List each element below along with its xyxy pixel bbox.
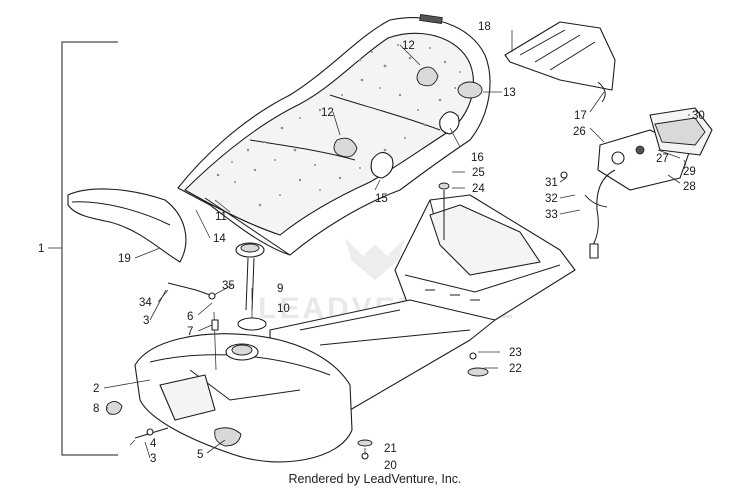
callout-26: 26 (573, 126, 586, 138)
rear-panel-19 (67, 188, 187, 263)
callout-2: 2 (93, 383, 99, 395)
callout-25: 25 (472, 167, 485, 179)
callout-8: 8 (93, 403, 99, 415)
callout-20: 20 (384, 460, 397, 472)
leader-lines (103, 44, 690, 459)
callout-labels: 1 2 3 3 4 5 6 7 8 9 10 11 12 12 13 14 15… (38, 21, 705, 472)
callout-23: 23 (509, 347, 522, 359)
taillight-assembly (584, 107, 713, 259)
tail-bracket-17 (504, 21, 616, 103)
washer-24 (438, 182, 450, 190)
callout-27: 27 (656, 153, 669, 165)
callout-7: 7 (187, 326, 193, 338)
knob-15 (370, 151, 394, 179)
callout-5: 5 (197, 449, 203, 461)
callout-22: 22 (509, 363, 522, 375)
callout-11: 11 (215, 211, 227, 223)
washer-21 (357, 439, 373, 447)
callout-17: 17 (574, 110, 587, 122)
line-34 (167, 282, 211, 296)
callout-19: 19 (118, 253, 131, 265)
callout-6: 6 (187, 311, 193, 323)
callout-35: 35 (222, 280, 235, 292)
callout-15: 15 (375, 193, 388, 205)
callout-13: 13 (503, 87, 516, 99)
knob-16 (439, 111, 460, 135)
callout-29: 29 (683, 166, 696, 178)
seat (177, 14, 491, 256)
callout-24: 24 (472, 183, 485, 195)
fitting-8 (105, 401, 123, 415)
callout-33: 33 (545, 209, 558, 221)
callout-12-lower: 12 (321, 107, 334, 119)
callout-1: 1 (38, 243, 44, 255)
callout-28: 28 (683, 181, 696, 193)
callout-32: 32 (545, 193, 558, 205)
callout-30: 30 (692, 110, 705, 122)
fuel-gauge-9 (235, 242, 265, 311)
callout-18: 18 (478, 21, 491, 33)
bolt-23 (469, 352, 477, 360)
callout-3-upper: 3 (143, 315, 149, 327)
callout-31: 31 (545, 177, 558, 189)
washer-22 (467, 367, 489, 377)
callout-14: 14 (213, 233, 226, 245)
callout-9: 9 (277, 283, 283, 295)
tank-base (394, 194, 576, 321)
callout-12-upper: 12 (402, 40, 415, 52)
cap-13 (457, 81, 483, 99)
callout-34: 34 (139, 297, 152, 309)
callout-3-lower: 3 (150, 453, 156, 465)
group-bracket (61, 41, 118, 456)
callout-10: 10 (277, 303, 290, 315)
fuel-tank-2 (134, 333, 353, 463)
callout-16: 16 (471, 152, 484, 164)
callout-21: 21 (384, 443, 397, 455)
callout-4: 4 (150, 438, 157, 450)
footer-credit: Rendered by LeadVenture, Inc. (288, 472, 462, 486)
